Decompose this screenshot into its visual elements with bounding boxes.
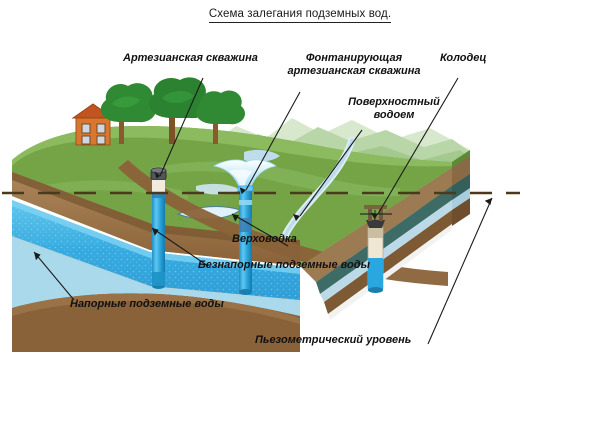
label-confined-groundwater: Напорные подземные воды [70, 298, 224, 310]
cross-section-left-face [12, 160, 448, 352]
diagram-title-text: Схема залегания подземных вод. [208, 8, 392, 23]
leader-arrowheads [34, 171, 492, 261]
label-unconfined-groundwater: Безнапорные подземные воды [198, 259, 370, 271]
dug-well [360, 205, 392, 293]
label-flowing-artesian-well-line1: Фонтанирующая [305, 52, 403, 64]
label-flowing-artesian-well: Фонтанирующая артезианская скважина [276, 52, 432, 78]
label-surface-water-body: Поверхностный водоем [332, 96, 456, 122]
house-icon [71, 103, 115, 146]
label-dug-well: Колодец [440, 52, 487, 64]
label-flowing-artesian-well-line2: артезианская скважина [287, 64, 421, 77]
label-perched-water: Верховодка [232, 233, 297, 245]
label-artesian-well: Артезианская скважина [123, 52, 258, 64]
diagram-title: Схема залегания подземных вод. [0, 4, 600, 23]
label-surface-water-line2: водоем [373, 108, 415, 121]
bedrock-layer [12, 293, 300, 352]
label-piezometric-level: Пьезометрический уровень [255, 334, 412, 346]
tree-icon-group [100, 77, 246, 144]
dipping-soil-band [118, 160, 448, 286]
artesian-well [150, 167, 167, 289]
leader-lines [33, 77, 493, 345]
label-surface-water-line1: Поверхностный [348, 96, 440, 108]
flowing-artesian-well [212, 159, 277, 295]
